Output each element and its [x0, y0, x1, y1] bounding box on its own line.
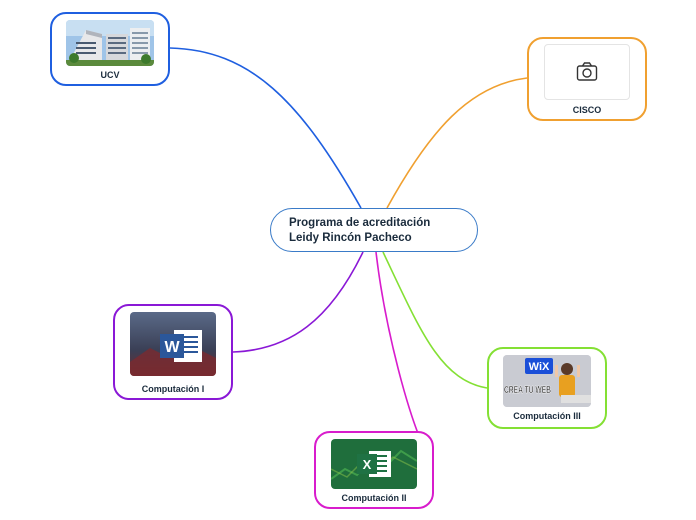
- word-logo-letter: W: [164, 339, 180, 356]
- connector-cisco: [386, 77, 528, 209]
- connector-comp1: [232, 251, 364, 353]
- camera-icon: [576, 62, 598, 81]
- image-placeholder: [544, 44, 630, 100]
- topic-label-computacion-2: Computación II: [341, 493, 407, 503]
- topic-cisco[interactable]: CISCO: [527, 37, 647, 121]
- wix-brand-text: WiX: [529, 361, 550, 373]
- central-topic[interactable]: Programa de acreditación Leidy Rincón Pa…: [270, 208, 478, 252]
- topic-computacion-2[interactable]: X Computación II: [314, 431, 434, 509]
- word-logo-image: W: [130, 312, 216, 376]
- topic-label-computacion-1: Computación I: [141, 384, 205, 394]
- topic-computacion-3[interactable]: WiX CREA TU WEB Computación III: [487, 347, 607, 429]
- topic-computacion-1[interactable]: W Computación I: [113, 304, 233, 400]
- connector-ucv: [169, 47, 362, 209]
- central-topic-text: Programa de acreditación Leidy Rincón Pa…: [289, 217, 431, 244]
- building-image: [66, 20, 154, 66]
- connector-comp3: [382, 251, 488, 389]
- topic-ucv[interactable]: UCV: [50, 12, 170, 86]
- wix-thumbnail-image: WiX CREA TU WEB: [503, 355, 591, 407]
- excel-logo-image: X: [331, 439, 417, 489]
- topic-label-computacion-3: Computación III: [513, 411, 581, 421]
- topic-label-ucv: UCV: [100, 70, 120, 80]
- topic-label-cisco: CISCO: [572, 105, 602, 115]
- excel-logo-letter: X: [363, 457, 372, 472]
- wix-overlay-text: CREA TU WEB: [504, 385, 551, 396]
